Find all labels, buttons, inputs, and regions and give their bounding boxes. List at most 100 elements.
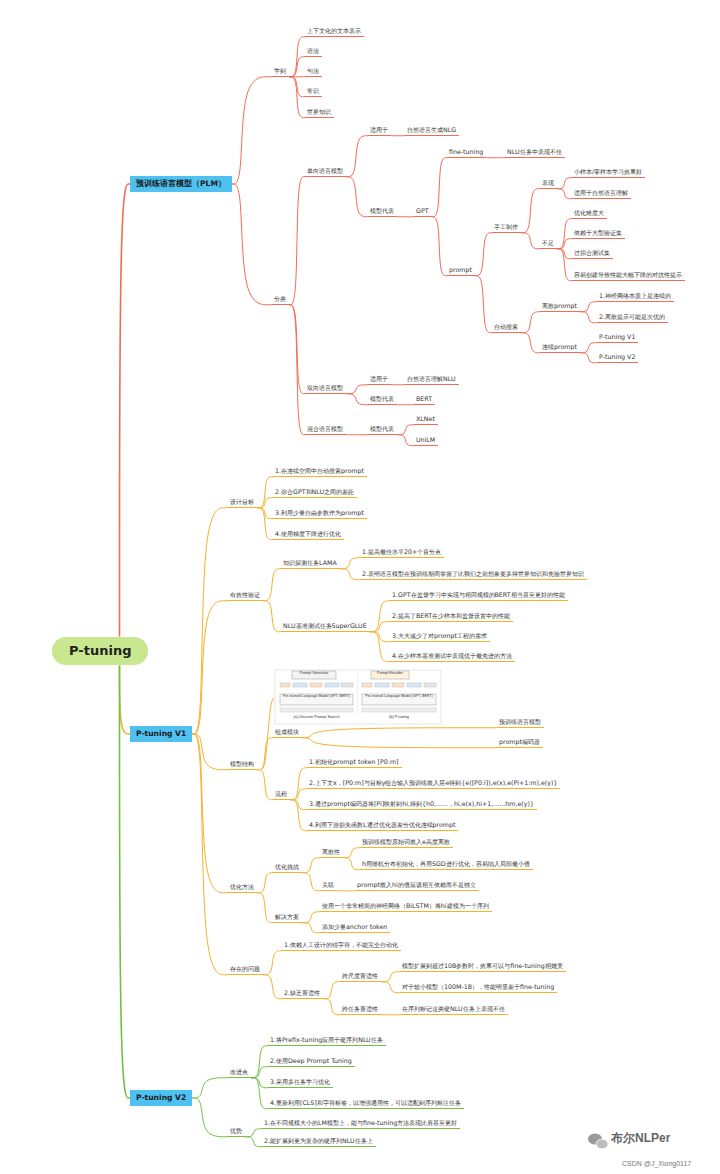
subtopic: 设计目标 <box>228 498 257 509</box>
branch-connector <box>381 972 400 982</box>
topic-text: 模型代表 <box>370 207 394 216</box>
subtopic: BERT <box>414 395 435 406</box>
subtopic: 适用于 <box>368 375 391 386</box>
subtopic: 自然语言理解NLU <box>405 375 459 386</box>
subtopic: 混合语言模型 <box>305 425 346 436</box>
branch-connector <box>557 219 572 249</box>
topic-text: 2.提高了BERT在少样本和监督设置中的性能 <box>392 612 510 621</box>
branch-connector <box>557 189 572 199</box>
branch-connector <box>289 57 305 77</box>
subtopic: UniLM <box>414 436 438 447</box>
subtopic: 4.重新利用[CLS]和字符标签，以增强通用性，可以适配到序列标注任务 <box>268 1099 464 1110</box>
subtopic: 模型代表 <box>368 395 397 406</box>
topic-text: P-tuning V2 <box>599 353 635 362</box>
topic-text: 2.上下文x，[P0:m]与目标y组合输入预训练嵌入层e得到{e([P0:i])… <box>309 779 557 788</box>
subtopic: 适用于自然语言理解 <box>572 189 631 200</box>
branch-connector <box>381 1014 400 1015</box>
subtopic: prompt编码器 <box>497 738 543 749</box>
topic-text: 2.弥合GPT和NLU之间的差距 <box>275 488 354 497</box>
branch-connector <box>302 738 497 748</box>
topic-text: 预训练语言模型 <box>499 718 541 727</box>
topic-text: 混合语言模型 <box>307 425 343 434</box>
subtopic: 模型代表 <box>368 207 397 218</box>
branch-connector <box>432 158 447 217</box>
topic-text: 小样本/零样本学习效果好 <box>574 168 642 177</box>
branch-connector <box>397 435 414 446</box>
topic-text: 组成模块 <box>275 728 299 737</box>
topic-text: 优化方法 <box>230 883 254 892</box>
branch-connector <box>192 1078 228 1098</box>
branch-connector <box>245 1137 262 1147</box>
branch-connector <box>370 622 390 632</box>
topic-text: 句法 <box>307 67 319 76</box>
topic-text: 1.依赖人工设计的锚字符，不能完全自动化 <box>284 941 398 950</box>
token-box <box>392 683 404 687</box>
branch-connector <box>290 800 307 831</box>
branch-connector <box>192 734 228 975</box>
subtopic: 自然语言生成NLG <box>405 126 459 137</box>
topic-text: 单向语言模型 <box>307 167 343 176</box>
token-box <box>375 683 389 687</box>
subtopic: 存在的问题 <box>228 965 263 976</box>
branch-connector <box>120 665 130 734</box>
subtopic: 分类 <box>272 295 289 306</box>
topic-text: 在序列标记这类硬NLU任务上表现不佳 <box>402 1005 505 1014</box>
subtopic: 模型结构 <box>228 760 257 771</box>
topic-text: P-tuning V1 <box>599 333 635 342</box>
branch-connector <box>290 768 307 800</box>
branch-connector <box>397 425 414 435</box>
topic-text: 模型代表 <box>370 395 394 404</box>
topic-text: 4.重新利用[CLS]和字符标签，以增强通用性，可以适配到序列标注任务 <box>270 1099 461 1108</box>
branch-connector <box>302 858 320 873</box>
branch-connector <box>257 873 273 893</box>
branch-connector <box>370 601 390 632</box>
subtopic: prompt嵌入hi的值应该相互依赖而不是独立 <box>355 881 479 892</box>
subtopic: prompt <box>447 266 475 277</box>
topic-text: 自然语言生成NLG <box>407 126 456 135</box>
token-box <box>362 683 372 687</box>
branch-connector <box>257 893 273 923</box>
topic-text: 1.提高最佳水平20+个百分点 <box>362 548 441 557</box>
subtopic: 不足 <box>540 239 557 250</box>
subtopic: 组成模块 <box>273 728 302 739</box>
topic-text: 语法 <box>307 47 319 56</box>
subtopic: 流程 <box>273 790 290 801</box>
branch-connector <box>257 738 273 770</box>
topic-text: NLU任务中表现不佳 <box>507 148 562 157</box>
branch-connector <box>245 1129 262 1137</box>
topic-text: prompt嵌入hi的值应该相互依赖而不是独立 <box>357 881 476 890</box>
subtopic: 学到 <box>272 67 289 78</box>
topic-text: 离散性 <box>322 848 340 857</box>
subtopic: 依赖于大型验证集 <box>572 229 625 240</box>
subtopic: 表现 <box>540 179 557 190</box>
branch-connector <box>557 249 572 259</box>
token-box <box>341 683 353 687</box>
topic-text: 双向语言模型 <box>307 384 343 393</box>
figure-text: Pre-trained Language Model (GPT, BERT) <box>363 695 435 699</box>
model-box <box>362 694 436 705</box>
topic-text: 优化难度大 <box>574 209 604 218</box>
topic-text: 3.通过prompt编码器将[Pi]映射到hi,得到{h0,......，hi,… <box>309 800 534 809</box>
branch-connector <box>257 508 273 519</box>
subtopic: 常识 <box>305 87 322 98</box>
topic-text: 学到 <box>274 67 286 76</box>
branch-connector <box>340 569 360 580</box>
figure-text: Prompt Generator <box>294 672 334 676</box>
topic-text: 容易创建导致性能大幅下降的对抗性提示 <box>574 271 682 280</box>
topic-text: NLU基准测试任务SuperGLUE <box>283 622 367 631</box>
topic-text: 设计目标 <box>230 498 254 507</box>
topic-text: 4.在少样本基准测试中表现优于最先进的方法 <box>392 652 512 661</box>
topic-text: P-tuning V2 <box>136 1093 186 1103</box>
branch-connector <box>263 601 281 632</box>
token-box <box>424 683 436 687</box>
subtopic: NLU任务中表现不佳 <box>505 148 565 159</box>
branch-connector <box>580 312 597 323</box>
branch-connector <box>343 848 360 858</box>
branch-connector <box>257 508 273 540</box>
subtopic: GPT <box>414 207 432 218</box>
wechat-icon <box>588 1134 608 1149</box>
topic-text: 模型代表 <box>370 425 394 434</box>
topic-text: 上下文化的文本表示 <box>307 27 361 36</box>
topic-text: 跨任务普适性 <box>342 1005 378 1014</box>
branch-connector <box>580 353 597 363</box>
